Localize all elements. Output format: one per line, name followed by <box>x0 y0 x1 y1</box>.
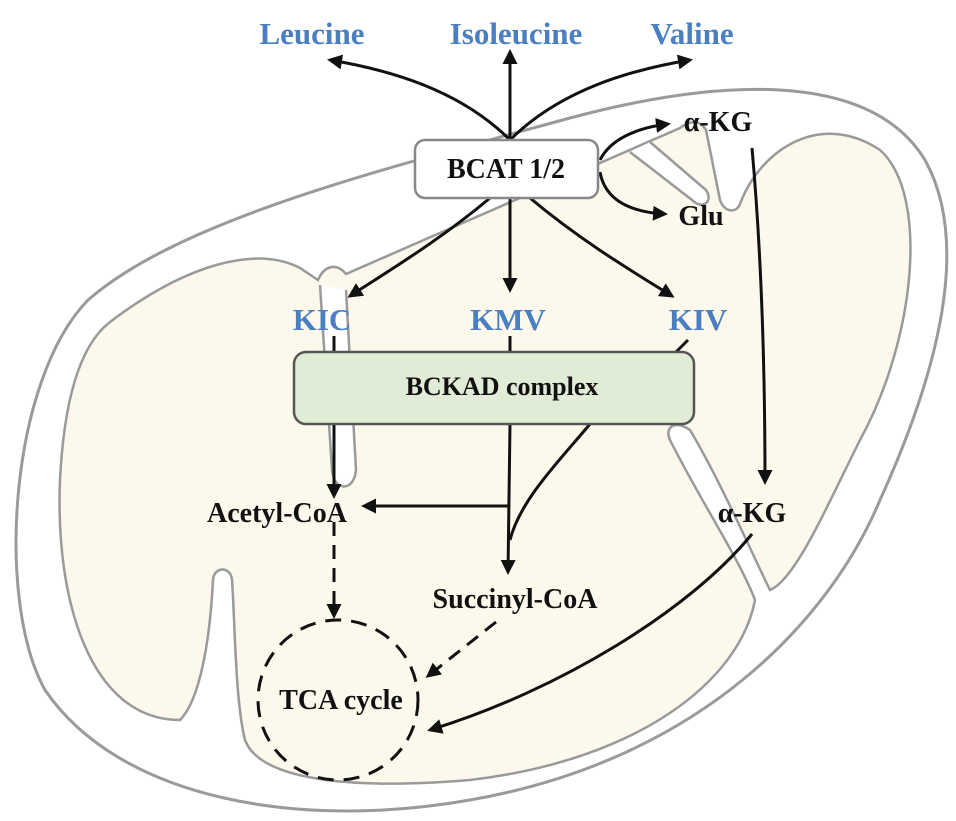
label-akg-top: α-KG <box>684 107 753 138</box>
edge-akg-bottom-to-tca <box>427 533 754 734</box>
label-kmv: KMV <box>470 302 546 337</box>
label-kic: KIC <box>293 302 352 337</box>
bcat-box <box>413 138 600 200</box>
edge-akg-top-to-bottom <box>750 147 773 485</box>
edge-succinyl-to-tca <box>425 620 497 678</box>
label-kiv: KIV <box>669 302 728 337</box>
edge-bcat-akg-top <box>598 118 671 161</box>
label-glu: Glu <box>678 201 723 232</box>
label-isoleucine: Isoleucine <box>450 16 583 51</box>
label-valine: Valine <box>650 16 733 51</box>
label-tca-cycle: TCA cycle <box>279 685 403 716</box>
mitochondrion-inner-membrane <box>58 121 912 785</box>
edges <box>326 49 773 734</box>
edge-bcat-leucine <box>327 54 512 142</box>
edge-bckad-succinyl <box>500 423 516 575</box>
edge-kiv-bckad <box>674 338 690 354</box>
bckad-box <box>292 350 696 426</box>
edge-bcat-valine <box>508 54 693 142</box>
label-succinyl-coa: Succinyl-CoA <box>433 584 599 615</box>
crista-fold-2 <box>629 141 710 206</box>
label-acetyl-coa: Acetyl-CoA <box>207 498 348 529</box>
label-akg-bottom: α-KG <box>718 498 787 529</box>
label-bcat: BCAT 1/2 <box>447 154 565 185</box>
edge-bcat-glu <box>598 171 668 221</box>
label-leucine: Leucine <box>259 16 364 51</box>
edge-bcat-kiv <box>529 196 675 298</box>
edge-bckad-kiv-branch <box>508 423 592 541</box>
tca-cycle-circle <box>256 618 420 782</box>
edge-bcat-kic <box>347 196 491 298</box>
label-bckad: BCKAD complex <box>406 372 599 401</box>
